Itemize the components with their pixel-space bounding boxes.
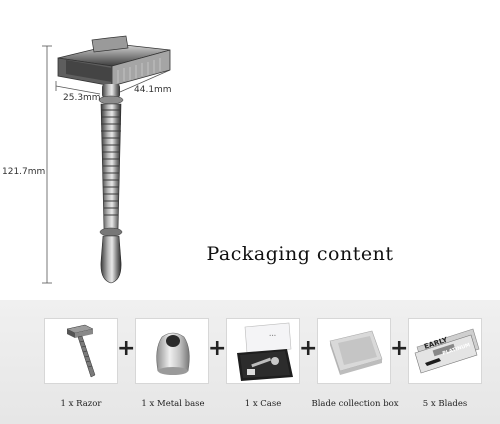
packaging-title: Packaging content [206,243,394,265]
caption-razor: 1 x Razor [60,399,102,409]
plus-sign-2: + [208,336,227,361]
item-blades: EARLY PLATINUM [408,318,482,384]
item-case: ••• [226,318,300,384]
head-depth-label: 25.3mm [63,93,101,103]
head-width-label: 44.1mm [134,85,172,95]
caption-metal-base: 1 x Metal base [141,399,205,409]
plus-sign-3: + [299,336,318,361]
razor-icon [66,324,96,378]
case-icon: ••• [237,322,293,381]
length-label: 121.7mm [2,167,46,177]
blade-box-icon [329,330,383,375]
item-razor [44,318,118,384]
caption-blade-box: Blade collection box [311,399,399,409]
plus-sign-1: + [117,336,136,361]
item-metal-base [135,318,209,384]
plus-sign-4: + [390,336,409,361]
svg-text:•••: ••• [269,333,276,338]
item-blade-box [317,318,391,384]
caption-case: 1 x Case [244,399,282,409]
product-photo-area: 25.3mm 44.1mm 121.7mm Packaging content [2,35,394,284]
blades-icon: EARLY PLATINUM [414,328,480,374]
caption-blades: 5 x Blades [422,399,468,409]
razor-illustration [42,35,171,284]
metal-base-icon [156,332,190,375]
